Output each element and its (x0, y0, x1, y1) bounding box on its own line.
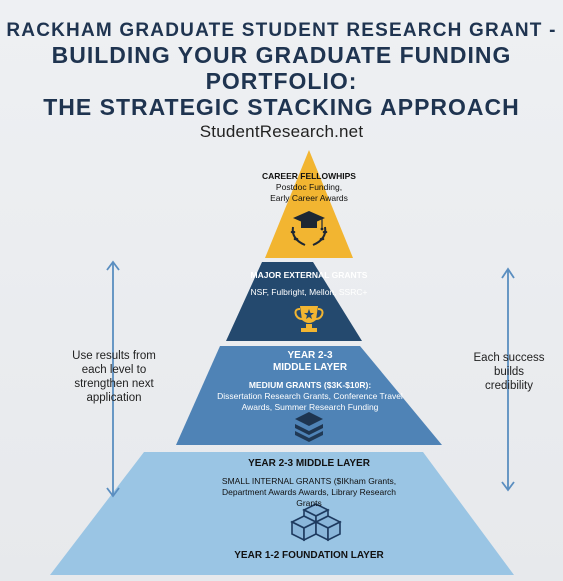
site-name: StudentResearch.net (199, 122, 364, 141)
tier-upper-text: MAJOR EXTERNAL GRANTS NSF, Fulbright, Me… (234, 270, 384, 298)
tier-base-title: SMALL INTERNAL GRANTS ($IKham Grants, (221, 476, 397, 486)
tier-top-text: CAREER FELLOWHIPS Postdoc Funding, Early… (239, 171, 379, 204)
blocks-icon (290, 503, 342, 542)
tier-middle-header-2: MIDDLE LAYER (272, 362, 348, 373)
left-note: Use results from each level to strengthe… (56, 349, 172, 405)
tier-base-footer: YEAR 1-2 FOUNDATION LAYER (178, 550, 440, 562)
left-note-line-2: each level to (81, 364, 147, 376)
left-arrow (106, 260, 120, 498)
title-line-3: THE STRATEGIC STACKING APPROACH (43, 94, 520, 120)
tier-top-shape (265, 150, 353, 258)
left-note-line-1: Use results from (72, 350, 156, 362)
tier-middle-title: MEDIUM GRANTS ($3K-$10R): (248, 380, 372, 390)
tier-base-line-2: Grants (296, 498, 322, 508)
trophy-icon (294, 306, 324, 332)
tier-base-footer-label: YEAR 1-2 FOUNDATION LAYER (234, 550, 384, 561)
right-note: Each success builds credibility (458, 351, 560, 393)
tier-base-text: YEAR 2-3 MIDDLE LAYER SMALL INTERNAL GRA… (178, 458, 440, 509)
tier-base-line-1: Department Awards Awards, Library Resear… (221, 487, 397, 497)
tier-top-line-1: Postdoc Funding, (275, 182, 343, 192)
tier-middle-header-1: YEAR 2-3 (287, 350, 333, 361)
tier-upper-line-1: NSF, Fulbright, Mellon, SSRC+ (250, 287, 368, 297)
tier-middle-text: YEAR 2-3 MIDDLE LAYER MEDIUM GRANTS ($3K… (192, 350, 428, 413)
header: RACKHAM GRADUATE STUDENT RESEARCH GRANT … (0, 20, 563, 142)
tier-middle-line-2: Awards, Summer Research Funding (241, 402, 379, 412)
tier-middle-line-1: Dissertation Research Grants, Conference… (217, 391, 403, 401)
tier-base-shape (50, 452, 514, 575)
right-note-line-1: Each success (473, 352, 545, 364)
left-note-line-3: strengthen next (74, 378, 154, 390)
right-note-line-3: credibility (485, 380, 533, 392)
tier-upper-title: MAJOR EXTERNAL GRANTS (250, 270, 368, 280)
graduation-cap-laurel-icon (290, 211, 328, 246)
right-note-line-2: builds (493, 366, 525, 378)
tier-base-header: YEAR 2-3 MIDDLE LAYER (248, 458, 370, 469)
tier-middle-shape (176, 346, 442, 445)
right-arrow (501, 267, 515, 492)
tier-upper-shape (226, 262, 362, 341)
tier-top-title: CAREER FELLOWHIPS (262, 171, 356, 181)
title-line-1: RACKHAM GRADUATE STUDENT RESEARCH GRANT … (6, 20, 557, 41)
tier-top-line-2: Early Career Awards (270, 193, 348, 203)
stack-layers-icon (295, 412, 323, 442)
title-line-2: BUILDING YOUR GRADUATE FUNDING PORTFOLIO… (51, 42, 512, 94)
left-note-line-4: application (86, 392, 142, 404)
